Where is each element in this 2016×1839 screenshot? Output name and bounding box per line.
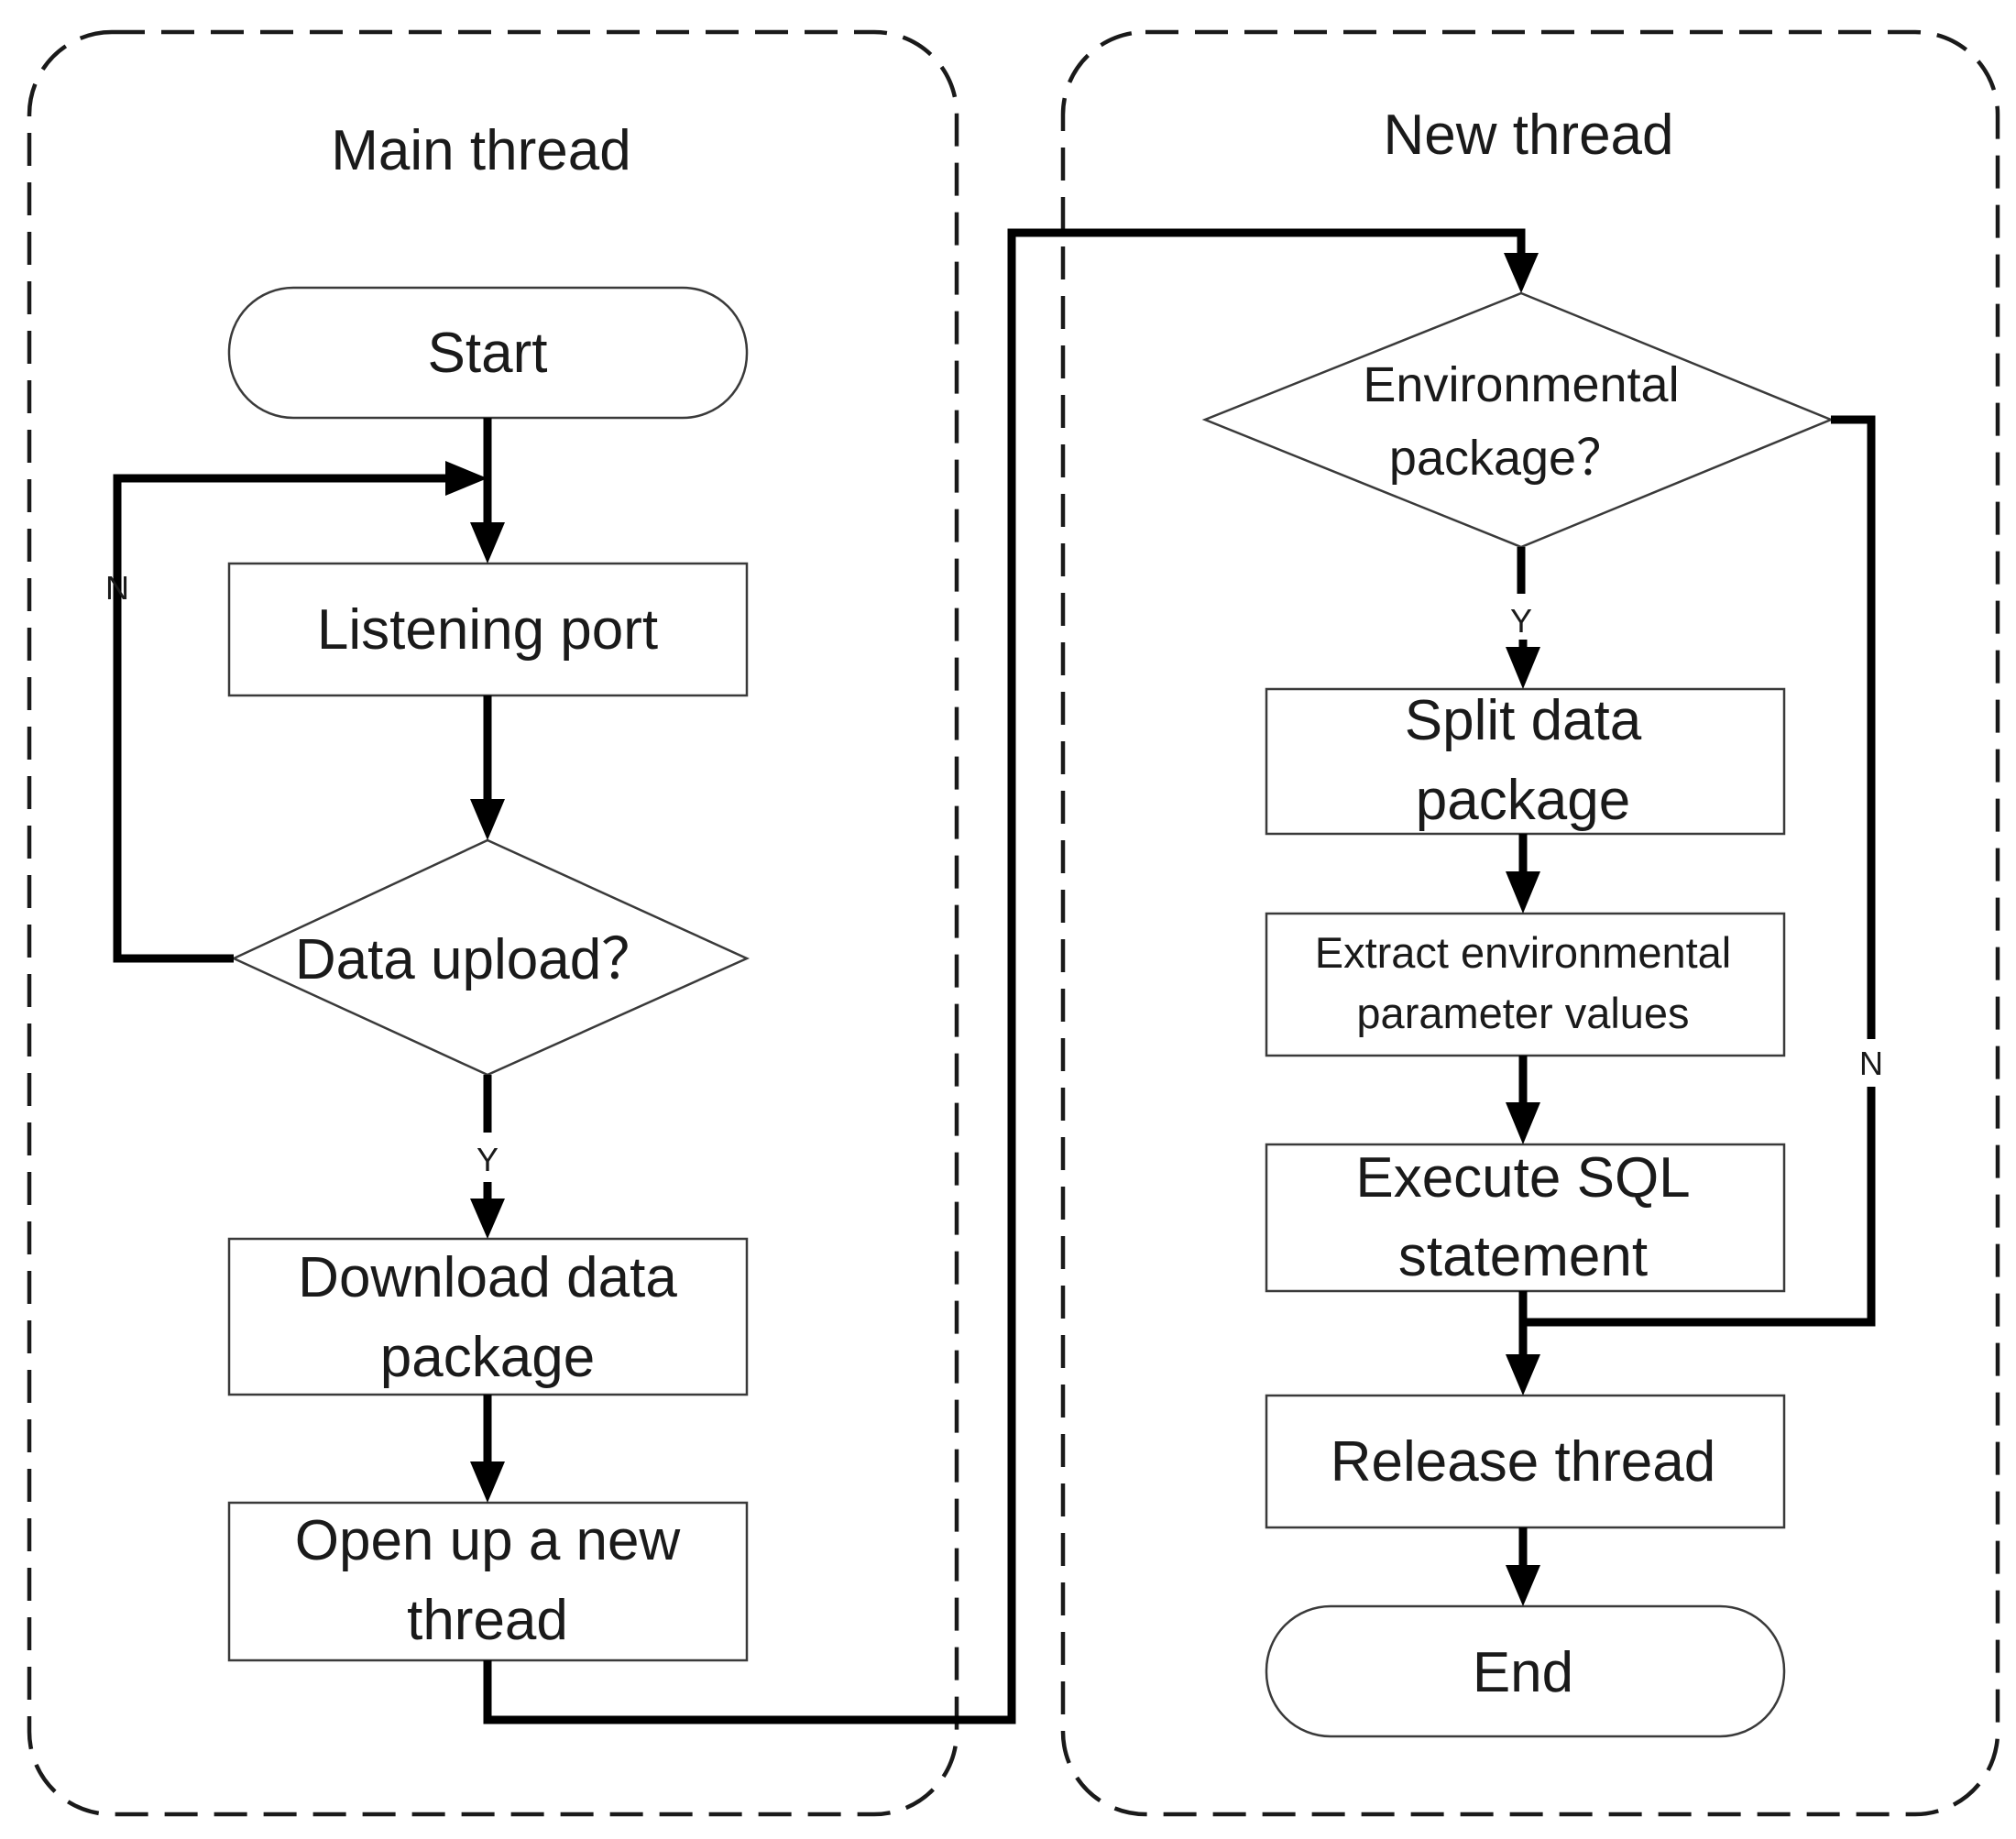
execute-sql-label-line-1: Execute SQL [1355,1146,1690,1210]
extract-values-box [1265,912,1786,1057]
upload-no-loop-connector [113,474,449,963]
download-package-box [227,1237,749,1396]
arrowhead [1506,647,1540,689]
arrowhead [1506,871,1540,914]
release-thread-label: Release thread [1331,1430,1716,1494]
execute-sql-label-line-2: statement [1398,1225,1648,1288]
upload-yes-label: Y [477,1141,499,1178]
main-thread-lane [27,29,959,1817]
extract-values-label-line-2: parameter values [1356,989,1689,1037]
arrowhead [470,522,505,564]
arrowhead [1506,1354,1540,1396]
arrowhead [1506,1565,1540,1606]
env-no-bypass-connector [1523,415,1876,1327]
open-thread-to-new-thread-connector [483,228,1526,1724]
environmental-package-label-line-1: Environmental [1363,357,1679,412]
open-thread-box [227,1501,749,1662]
environmental-package-decision [1201,291,1835,549]
data-upload-label: Data upload？ [295,928,658,991]
split-package-label-line-2: package [1416,769,1630,832]
arrowhead [470,1199,505,1239]
arrowhead [445,461,488,496]
env-no-label-backdrop [1851,1039,1891,1087]
open-thread-label-line-1: Open up a new [295,1509,681,1572]
open-thread-label-line-2: thread [407,1589,568,1652]
listening-port-label: Listening port [317,598,658,662]
arrowhead [470,799,505,840]
new-thread-title: New thread [1383,104,1673,167]
listening-port-box [227,562,749,697]
download-package-label-line-1: Download data [298,1246,677,1309]
start-label: Start [428,322,548,385]
release-thread-box [1265,1394,1786,1529]
environmental-package-label-line-2: package？ [1389,431,1626,486]
env-no-label: N [1859,1045,1883,1082]
split-package-label-line-1: Split data [1405,689,1642,752]
extract-values-label-line-1: Extract environmental [1315,928,1732,977]
end-terminal [1265,1604,1786,1738]
arrowhead [1506,1102,1540,1144]
execute-sql-box [1265,1143,1786,1293]
env-yes-label: Y [1510,602,1532,640]
download-package-label-line-2: package [380,1326,595,1389]
upload-no-label: N [105,569,129,607]
arrowhead [470,1461,505,1503]
new-thread-lane [1060,29,2000,1817]
main-thread-title: Main thread [331,119,630,182]
arrowhead [1504,253,1539,293]
end-label: End [1473,1641,1573,1704]
